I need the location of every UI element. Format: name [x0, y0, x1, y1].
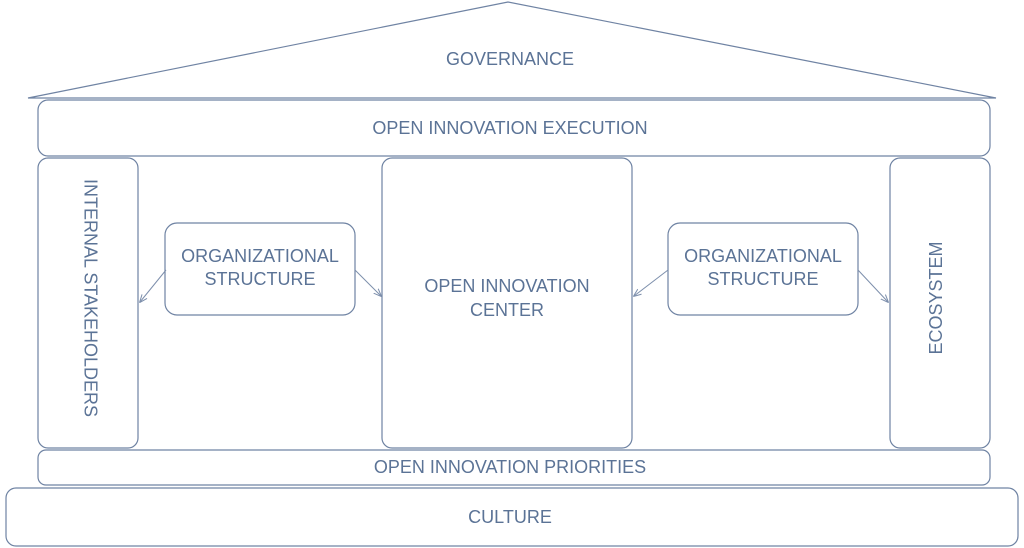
- execution-beam: [37, 99, 991, 157]
- org-structure-right-box: [667, 222, 859, 316]
- arrow-org-left-to-center: [354, 269, 381, 296]
- org-right-line2: STRUCTURE: [708, 269, 819, 289]
- ecosystem-pillar: [889, 157, 991, 449]
- internal-stakeholders-pillar: [37, 157, 139, 449]
- arrow-org-right-to-center: [634, 269, 669, 296]
- open-innovation-center-pillar: [381, 157, 633, 449]
- org-structure-left-box: [164, 222, 356, 316]
- org-left-line2: STRUCTURE: [205, 269, 316, 289]
- org-right-line1: ORGANIZATIONAL: [684, 246, 842, 266]
- priorities-beam: [37, 449, 991, 486]
- org-left-line1: ORGANIZATIONAL: [181, 246, 339, 266]
- priorities-label: OPEN INNOVATION PRIORITIES: [374, 457, 646, 477]
- governance-label: GOVERNANCE: [446, 49, 574, 69]
- execution-label: OPEN INNOVATION EXECUTION: [372, 118, 647, 138]
- culture-label: CULTURE: [468, 507, 552, 527]
- ecosystem-label: ECOSYSTEM: [926, 241, 946, 354]
- culture-base: [5, 487, 1019, 547]
- center-label-line2: CENTER: [470, 300, 544, 320]
- arrow-org-right-to-ecosystem: [857, 269, 888, 302]
- center-label-line1: OPEN INNOVATION: [424, 276, 589, 296]
- internal-stakeholders-label: INTERNAL STAKEHOLDERS: [80, 179, 100, 417]
- arrow-org-left-to-stakeholders: [140, 269, 167, 302]
- roof-shape: [27, 1, 997, 99]
